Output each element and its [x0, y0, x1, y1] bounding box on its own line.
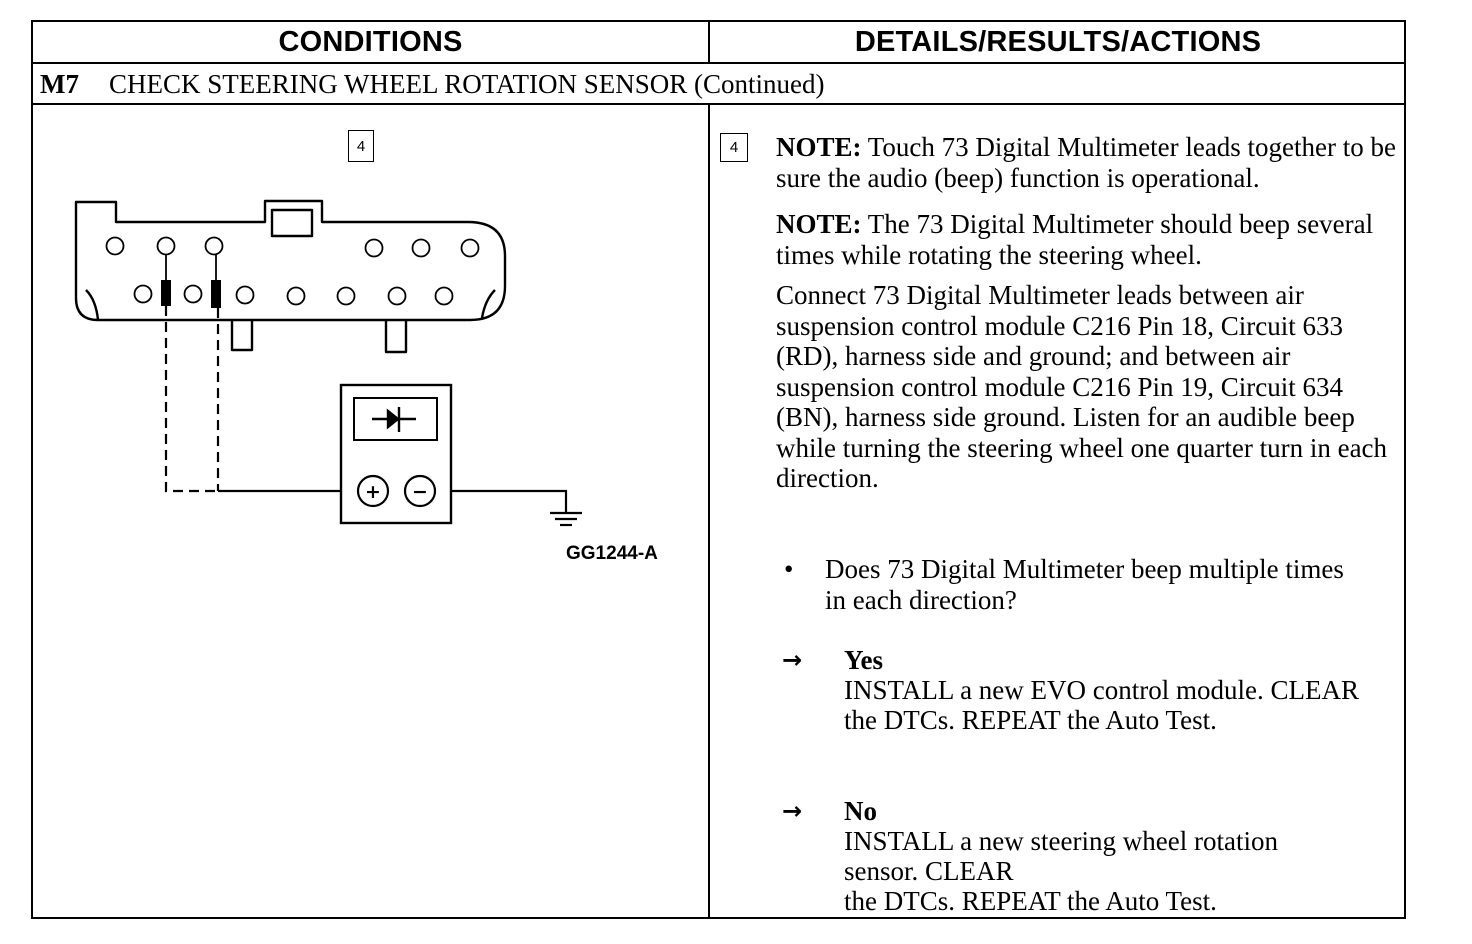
- note-beep-expected: NOTE: The 73 Digital Multimeter should b…: [776, 209, 1374, 270]
- ground-symbol: [550, 511, 582, 527]
- details-step-box: 4: [720, 133, 748, 162]
- yes-label: Yes: [844, 645, 883, 675]
- diagram-step-box: 4: [348, 130, 374, 162]
- no-action-line-2: sensor. CLEAR: [844, 856, 1014, 886]
- details-results-actions-header: DETAILS/RESULTS/ACTIONS: [854, 25, 1262, 58]
- probe-leads: [165, 254, 217, 282]
- question-bullet: •: [784, 554, 794, 584]
- terminals-top-row: [105, 236, 480, 258]
- body-column-divider: [708, 105, 710, 919]
- diode-symbol-icon: [372, 407, 416, 432]
- step-title: CHECK STEERING WHEEL ROTATION SENSOR (Co…: [108, 68, 825, 99]
- connector-latch: [270, 208, 314, 238]
- connector-post-left: [230, 320, 254, 352]
- note-beep-check: NOTE: Touch 73 Digital Multimeter leads …: [776, 132, 1397, 193]
- yes-action: INSTALL a new EVO control module. CLEAR …: [844, 675, 1359, 735]
- conditions-header: CONDITIONS: [278, 25, 463, 58]
- connect-instructions: Connect 73 Digital Multimeter leads betw…: [776, 280, 1388, 493]
- lead-to-ground: [434, 489, 568, 512]
- lead-dashed-a: [164, 306, 218, 493]
- header-divider: [33, 62, 1404, 64]
- yes-result: Yes INSTALL a new EVO control module. CL…: [844, 645, 1384, 735]
- plus-sign-label: +: [365, 481, 381, 503]
- no-action-line-1: INSTALL a new steering wheel rotation: [844, 826, 1278, 856]
- header-column-divider: [708, 22, 710, 62]
- connector-multimeter-diagram: + −: [74, 199, 582, 527]
- no-label: No: [844, 796, 877, 826]
- details-text: NOTE: Touch 73 Digital Multimeter leads …: [776, 132, 1396, 494]
- connector-post-right: [384, 320, 408, 354]
- yes-arrow-icon: →: [782, 646, 803, 674]
- procedure-table: CONDITIONS DETAILS/RESULTS/ACTIONS M7 CH…: [31, 20, 1406, 919]
- probe-tip-pin-18: [161, 280, 171, 306]
- figure-id: GG1244-A: [566, 543, 658, 564]
- minus-sign-label: −: [412, 481, 428, 503]
- connector-body: [74, 199, 507, 322]
- no-arrow-icon: →: [782, 797, 803, 825]
- terminals-bottom-row: [133, 284, 454, 306]
- step-divider: [33, 103, 1404, 105]
- multimeter-minus-terminal: [403, 474, 437, 508]
- no-action-line-3: the DTCs. REPEAT the Auto Test.: [844, 886, 1217, 916]
- connector-corner-right: [480, 289, 496, 319]
- no-result: No INSTALL a new steering wheel rotation…: [844, 796, 1384, 916]
- step-title-row: M7 CHECK STEERING WHEEL ROTATION SENSOR …: [40, 66, 825, 102]
- question-text: Does 73 Digital Multimeter beep multiple…: [825, 554, 1344, 615]
- connector-corner-left: [85, 289, 100, 321]
- multimeter-plus-terminal: [356, 474, 390, 508]
- step-code: M7: [40, 68, 79, 99]
- probe-tip-pin-19: [211, 280, 221, 308]
